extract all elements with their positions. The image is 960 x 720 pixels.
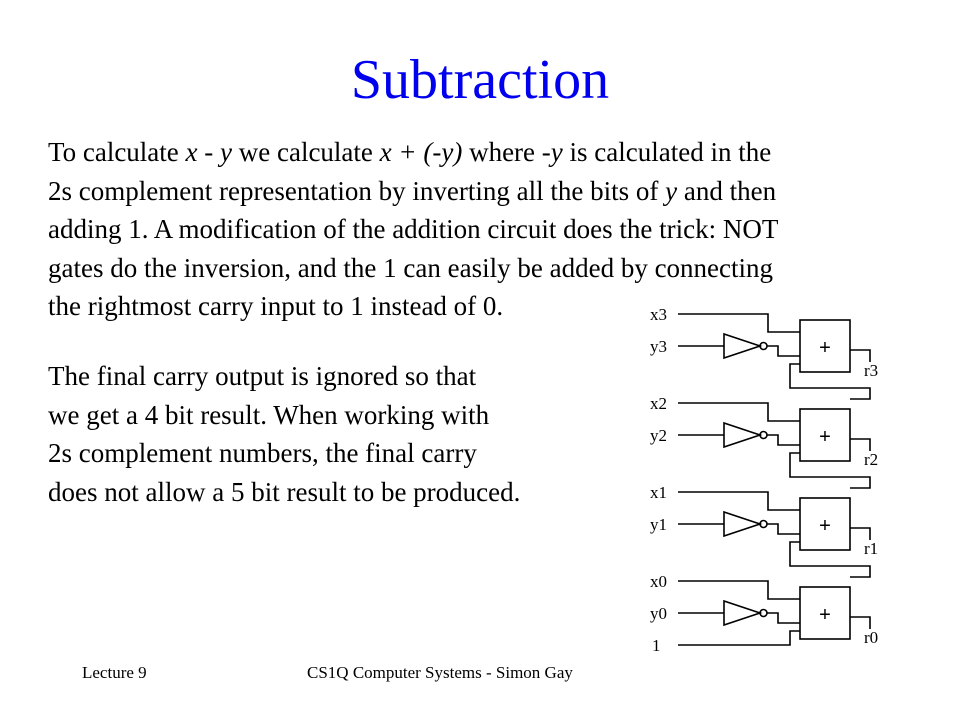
math-expression: x - y	[185, 137, 232, 167]
result-output-label: r2	[864, 450, 878, 469]
footer-lecture-number: Lecture 9	[82, 663, 147, 682]
y-input-label: y0	[650, 604, 667, 623]
math-expression: -y	[541, 137, 563, 167]
paragraph-line: adding 1. A modification of the addition…	[48, 214, 779, 244]
carry-wire-0-to-1	[789, 552, 871, 578]
paragraph-line: we get a 4 bit result. When working with	[48, 399, 490, 430]
footer-course-title: CS1Q Computer Systems - Simon Gay	[307, 663, 573, 682]
x-input-label: x3	[650, 305, 667, 324]
adder-label: +	[819, 604, 831, 626]
y-input-label: y1	[650, 515, 667, 534]
x-input-label: x0	[650, 572, 667, 591]
paragraph-line: 2s complement numbers, the final carry	[48, 438, 477, 468]
carry-in-label: 1	[652, 636, 661, 655]
text-run: To calculate	[48, 137, 186, 167]
paragraph-line: the rightmost carry input to 1 instead o…	[48, 291, 504, 321]
slide-title: Subtraction	[350, 49, 610, 111]
adder-block	[799, 319, 851, 373]
adder-label: +	[819, 337, 831, 359]
carry-in-wire	[678, 630, 800, 646]
math-expression: y	[665, 175, 678, 206]
carry-out-wire	[789, 363, 800, 374]
sum-output-wire	[850, 349, 871, 362]
paragraph-line: 2s complement representation by invertin…	[48, 172, 778, 211]
subtractor-circuit-diagram: + + + + x3 y3 x2 y2 x1 y1 x0 y0 1 r3 r2 …	[650, 305, 878, 655]
carry-out-wire	[789, 452, 800, 463]
inverted-y-wire	[767, 434, 800, 446]
y-input-label: y3	[650, 337, 667, 356]
sum-output-wire	[850, 438, 871, 451]
text-run: where	[462, 137, 542, 167]
carry-wire-2-to-3	[789, 374, 871, 400]
text-run: 2s complement representation by invertin…	[48, 175, 666, 206]
text-run: we calculate	[232, 137, 380, 167]
x-input-label: x1	[650, 483, 667, 502]
y-input-label: y2	[650, 426, 667, 445]
result-output-label: r0	[864, 628, 878, 647]
result-output-label: r1	[864, 539, 878, 558]
carry-wire-1-to-2	[789, 463, 871, 489]
paragraph-subtraction-method: To calculate x - y we calculate x + (-y)…	[48, 133, 778, 326]
paragraph-line: The final carry output is ignored so tha…	[48, 361, 477, 391]
sum-output-wire	[850, 616, 871, 629]
x-input-label: x2	[650, 394, 667, 413]
paragraph-line: does not allow a 5 bit result to be prod…	[48, 476, 521, 507]
adder-block	[799, 497, 851, 551]
result-output-label: r3	[864, 361, 878, 380]
inverted-y-wire	[767, 345, 800, 357]
carry-out-wire	[789, 541, 800, 552]
x-input-wire	[678, 491, 800, 511]
not-gate-icon	[723, 421, 763, 449]
x-input-wire	[678, 402, 800, 422]
adder-block	[799, 408, 851, 462]
stage-3-wiring	[678, 313, 871, 374]
not-gate-icon	[723, 332, 763, 360]
inverted-y-wire	[767, 612, 800, 624]
stage-0-wiring	[678, 580, 871, 646]
not-gate-icon	[723, 510, 763, 538]
stage-1-wiring	[678, 491, 871, 552]
paragraph-line: gates do the inversion, and the 1 can ea…	[48, 252, 774, 283]
adder-block	[799, 586, 851, 640]
text-run: is calculated in the	[562, 137, 772, 167]
stage-2-wiring	[678, 402, 871, 463]
not-gate-icon	[723, 599, 763, 627]
sum-output-wire	[850, 527, 871, 540]
text-run: and then	[677, 175, 777, 206]
x-input-wire	[678, 580, 800, 600]
math-expression: x + (-y)	[379, 137, 463, 167]
paragraph-final-carry: The final carry output is ignored so tha…	[48, 357, 520, 511]
adder-label: +	[819, 426, 831, 448]
inverted-y-wire	[767, 523, 800, 535]
x-input-wire	[678, 313, 800, 333]
adder-label: +	[819, 515, 831, 537]
paragraph-line: To calculate x - y we calculate x + (-y)…	[48, 133, 778, 172]
